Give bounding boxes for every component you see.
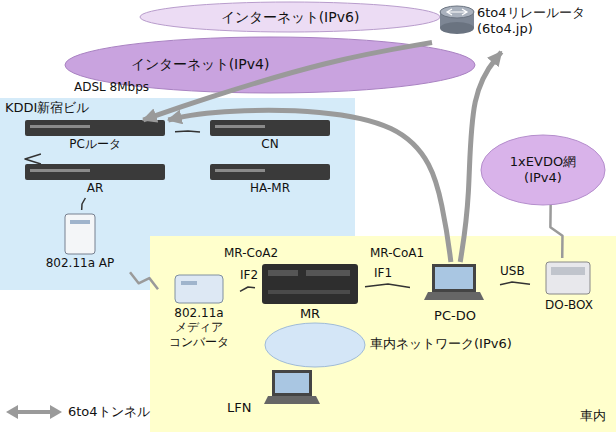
node-label: PC-DO bbox=[410, 308, 500, 324]
legend-arrow bbox=[6, 405, 62, 419]
server: AR bbox=[15, 164, 175, 198]
laptop: PC-DO bbox=[410, 262, 500, 328]
wireless-link bbox=[550, 205, 562, 258]
relay-router: 6to4リレールータ (6to4.jp) bbox=[432, 2, 612, 52]
node-label: 802.11a AP bbox=[30, 256, 130, 270]
node-label: 1xEVDO網 (IPv4) bbox=[498, 154, 588, 185]
server: CN bbox=[200, 120, 340, 154]
server: PCルータ bbox=[15, 120, 175, 154]
car-network-cloud bbox=[265, 323, 365, 367]
router-icon bbox=[440, 6, 474, 34]
internet-cloud: インターネット(IPv4) bbox=[70, 44, 330, 84]
access-point: 802.11a AP bbox=[30, 210, 130, 274]
interface-label: IF2 bbox=[238, 268, 260, 282]
node-label: インターネット(IPv6) bbox=[140, 9, 440, 26]
node-label: AR bbox=[15, 181, 175, 195]
legend-label: 6to4トンネル bbox=[68, 404, 150, 419]
annotation-label: ADSL 8Mbps bbox=[72, 80, 151, 94]
laptop: LFN bbox=[225, 366, 325, 426]
car-network-cloud: 車内ネットワーク(IPv6) bbox=[265, 322, 565, 366]
annotation-label: MR-CoA2 bbox=[222, 246, 280, 260]
node-label: DO-BOX bbox=[530, 298, 608, 312]
building-region: KDDI新宿ビル PCルータ CN AR HA-MR 802.11a AP bbox=[0, 98, 355, 290]
node-label: CN bbox=[200, 137, 340, 151]
mobile-router: MR bbox=[255, 262, 365, 325]
modem: DO-BOX bbox=[530, 258, 608, 320]
node-label: LFN bbox=[227, 400, 267, 416]
connector bbox=[25, 154, 41, 164]
laptop-icon bbox=[264, 370, 320, 404]
access-point-icon bbox=[65, 214, 95, 254]
node-label: HA-MR bbox=[200, 181, 340, 195]
server: HA-MR bbox=[200, 164, 340, 198]
media-converter-icon bbox=[175, 275, 223, 303]
node-label: MR bbox=[255, 306, 365, 322]
wireless-link bbox=[130, 272, 158, 289]
tunnel-arrow bbox=[168, 110, 451, 262]
internet-cloud: インターネット(IPv6) bbox=[140, 2, 440, 32]
car-region bbox=[150, 236, 616, 432]
evdo-cloud: 1xEVDO網 (IPv4) bbox=[478, 135, 608, 205]
legend-entry: 6to4トンネル bbox=[66, 404, 152, 420]
node-label: インターネット(IPv4) bbox=[70, 56, 330, 73]
ipv6-cloud bbox=[140, 2, 440, 32]
connector bbox=[240, 287, 255, 291]
connector bbox=[175, 130, 200, 132]
interface-label: IF1 bbox=[372, 266, 394, 280]
interface-label: USB bbox=[498, 264, 527, 278]
node-label: 802.11a メディア コンバータ bbox=[158, 306, 240, 349]
node-label: 6to4リレールータ (6to4.jp) bbox=[477, 5, 609, 36]
annotation-label: MR-CoA1 bbox=[368, 246, 426, 260]
node-label: 車内ネットワーク(IPv6) bbox=[370, 336, 560, 352]
node-label: KDDI新宿ビル bbox=[5, 100, 205, 116]
media-converter: 802.11a メディア コンバータ bbox=[158, 272, 240, 356]
connector bbox=[500, 282, 530, 285]
node-label: PCルータ bbox=[15, 137, 175, 151]
tunnel-arrow bbox=[460, 52, 501, 262]
evdo-cloud bbox=[481, 135, 605, 205]
node-label: 車内 bbox=[150, 408, 606, 424]
connector bbox=[82, 198, 86, 210]
mobile-router-icon bbox=[262, 264, 358, 304]
connector bbox=[365, 284, 410, 288]
laptop-icon bbox=[424, 264, 484, 300]
modem-icon bbox=[546, 262, 590, 294]
